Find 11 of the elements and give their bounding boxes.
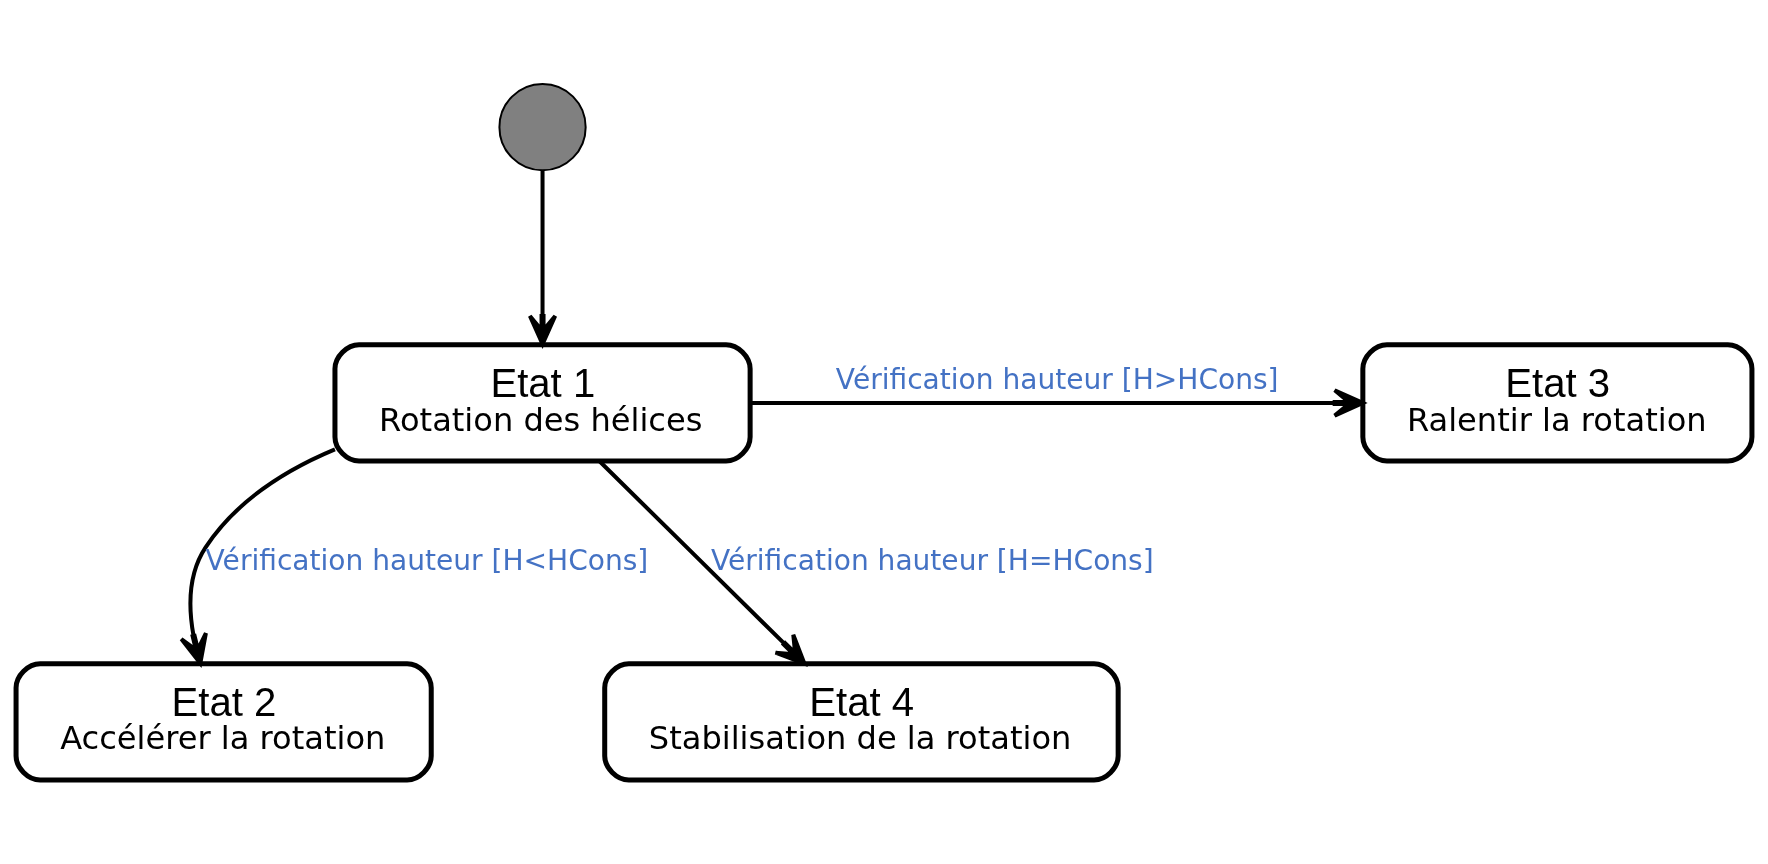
node-box: Etat 1 Rotation des hélices: [332, 342, 753, 464]
node-box: Etat 2 Accélérer la rotation: [13, 661, 434, 783]
arrow: [179, 447, 336, 666]
edge-label: Vérification hauteur [H<HCons]: [205, 543, 649, 577]
arrow: [527, 170, 558, 347]
node-box: Etat 4 Stabilisation de la rotation: [602, 661, 1121, 783]
node-circle: [498, 83, 587, 172]
edge-label: Vérification hauteur [H>HCons]: [835, 363, 1279, 397]
edge-label: Vérification hauteur [H=HCons]: [711, 543, 1154, 577]
node-box: Etat 3 Ralentir la rotation: [1360, 342, 1755, 464]
arrow: [750, 388, 1365, 418]
